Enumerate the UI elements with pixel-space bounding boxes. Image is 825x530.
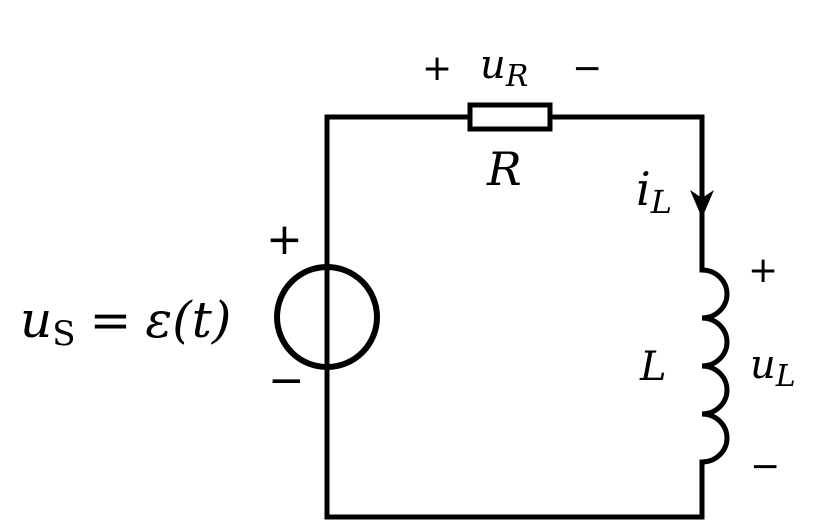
source-plus-sign: +	[266, 214, 303, 265]
inductor-current-var: i	[636, 162, 651, 216]
source-minus-sign: −	[268, 355, 305, 406]
source-label: uS =ε(t)	[20, 291, 231, 354]
current-arrow-icon	[690, 190, 714, 218]
inductor-minus-sign: −	[750, 446, 780, 487]
inductor-name: L	[639, 344, 667, 390]
resistor-icon	[467, 102, 553, 132]
resistor-plus-sign: +	[422, 48, 452, 89]
resistor-voltage-var: u	[480, 42, 506, 88]
resistor-voltage-sub: R	[505, 59, 529, 94]
wires	[324, 114, 705, 520]
inductor-current-sub: L	[650, 183, 672, 221]
wire-left-top	[324, 114, 471, 270]
inductor-plus-sign: +	[748, 250, 778, 291]
inductor-voltage-label: uL	[750, 342, 796, 394]
voltage-source	[274, 264, 380, 370]
resistor-voltage-label: uR	[480, 42, 528, 94]
source-voltage-var: u	[20, 291, 52, 349]
inductor-icon	[701, 267, 730, 465]
source-function: ε(t)	[145, 291, 231, 349]
resistor-minus-sign: −	[572, 48, 602, 89]
source-equals: =	[90, 291, 132, 349]
source-voltage-sub: S	[52, 314, 75, 354]
inductor-current-label: iL	[636, 162, 672, 221]
wire-top-right	[547, 114, 705, 203]
wire-right-lower-bottom	[324, 364, 705, 520]
resistor-name: R	[486, 142, 522, 196]
inductor-voltage-var: u	[750, 342, 776, 388]
inductor-voltage-sub: L	[775, 359, 796, 394]
